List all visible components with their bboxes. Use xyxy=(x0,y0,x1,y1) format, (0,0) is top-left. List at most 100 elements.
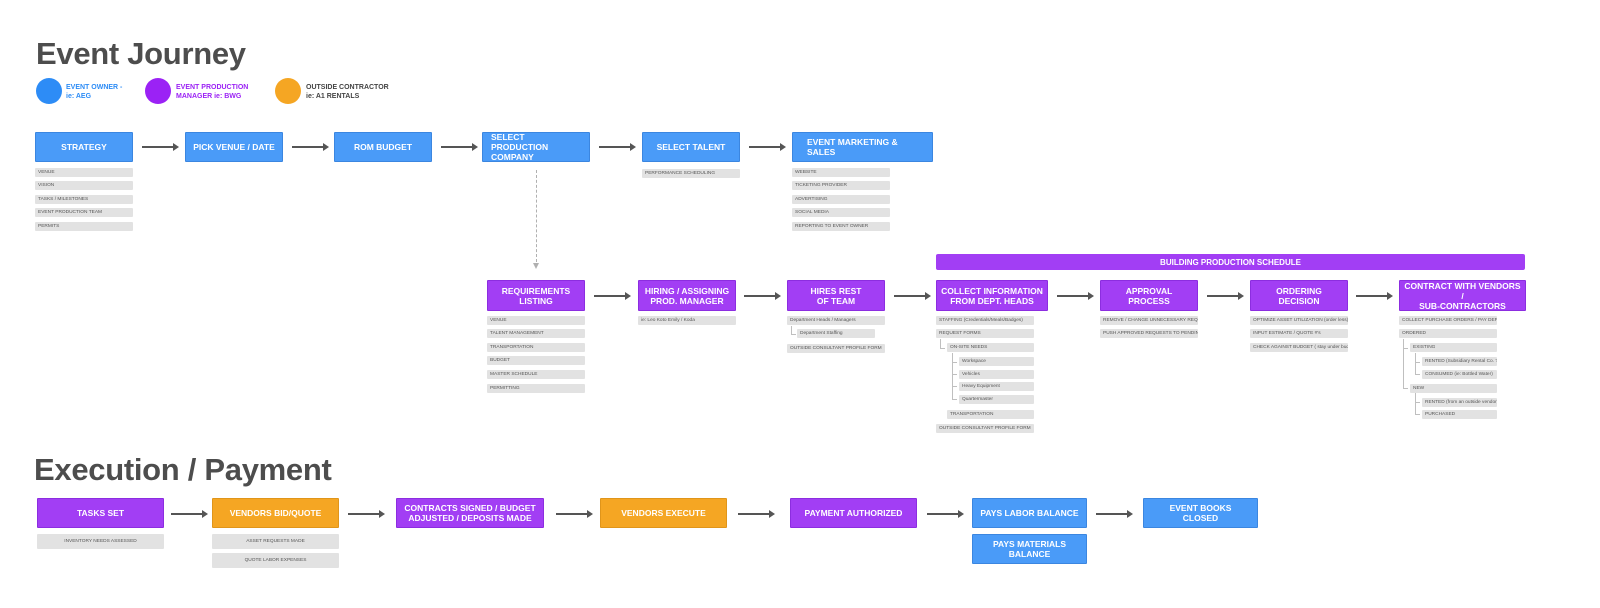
node-rom-budget[interactable]: ROM BUDGET xyxy=(334,132,432,162)
tree-tick-collect-1 xyxy=(940,348,945,349)
tree-contract-3 xyxy=(1415,393,1416,414)
tree-tick-collect-2a xyxy=(952,362,957,363)
note-approval-push: PUSH APPROVED REQUESTS TO PENDING xyxy=(1100,329,1198,338)
note-marketing-ticketing: TICKETING PROVIDER xyxy=(792,181,890,190)
note-rest-heads: Department Heads / Managers xyxy=(787,316,885,325)
tree-tick-contract-new xyxy=(1403,388,1408,389)
note-contract-new: NEW xyxy=(1410,384,1497,393)
tree-tick-rest xyxy=(791,334,796,335)
note-collect-heavy: Heavy Equipment xyxy=(959,382,1034,391)
node-pick-venue[interactable]: PICK VENUE / DATE xyxy=(185,132,283,162)
node-hiring[interactable]: HIRING / ASSIGNING PROD. MANAGER xyxy=(638,280,736,311)
node-select-talent[interactable]: SELECT TALENT xyxy=(642,132,740,162)
tree-tick-contract-existing xyxy=(1403,348,1408,349)
note-collect-onsite: ON-SITE NEEDS xyxy=(947,343,1034,352)
note-marketing-advertising: ADVERTISING xyxy=(792,195,890,204)
arrow-pays-books xyxy=(1096,510,1133,518)
node-pays-materials[interactable]: PAYS MATERIALS BALANCE xyxy=(972,534,1087,564)
tree-tick-collect-2d xyxy=(952,399,957,400)
tree-tick-contract-3b xyxy=(1415,414,1420,415)
node-marketing[interactable]: EVENT MARKETING & SALES xyxy=(792,132,933,162)
note-req-transport: TRANSPORTATION xyxy=(487,343,585,352)
tree-tick-contract-2a xyxy=(1415,362,1420,363)
node-requirements[interactable]: REQUIREMENTS LISTING xyxy=(487,280,585,311)
note-strategy-tasks: TASKS / MILESTONES xyxy=(35,195,133,204)
node-payment-authorized[interactable]: PAYMENT AUTHORIZED xyxy=(790,498,917,528)
arrow-hiring-rest xyxy=(744,292,781,300)
note-collect-quartermaster: Quartermaster xyxy=(959,395,1034,404)
tree-rest xyxy=(791,326,792,334)
note-req-talent: TALENT MANAGEMENT xyxy=(487,329,585,338)
note-marketing-website: WEBSITE xyxy=(792,168,890,177)
note-contract-collect: COLLECT PURCHASE ORDERS / PAY DEPOSITS xyxy=(1399,316,1497,325)
arrow-tasks-vendors xyxy=(171,510,208,518)
arrow-contracts-execute xyxy=(556,510,593,518)
tree-tick-contract-3a xyxy=(1415,402,1420,403)
node-vendors-execute[interactable]: VENDORS EXECUTE xyxy=(600,498,727,528)
node-approval[interactable]: APPROVAL PROCESS xyxy=(1100,280,1198,311)
note-contract-consumed: CONSUMED (ie: Bottled Water) xyxy=(1422,370,1497,379)
legend-dot-production-manager xyxy=(145,78,171,104)
note-tasks-inventory: INVENTORY NEEDS ASSESSED xyxy=(37,534,164,549)
arrow-req-hiring xyxy=(594,292,631,300)
node-event-books-closed[interactable]: EVENT BOOKS CLOSED xyxy=(1143,498,1258,528)
tree-collect-1 xyxy=(940,339,941,348)
dashed-connector-arrowhead xyxy=(533,263,539,269)
node-strategy[interactable]: STRATEGY xyxy=(35,132,133,162)
node-contract[interactable]: CONTRACT WITH VENDORS / SUB-CONTRACTORS xyxy=(1399,280,1526,311)
arrow-rest-collect xyxy=(894,292,931,300)
legend-label-event-owner: EVENT OWNER - ie: AEG xyxy=(66,84,123,100)
tree-tick-collect-2c xyxy=(952,386,957,387)
title-event-journey: Event Journey xyxy=(36,36,246,71)
arrow-ordering-contract xyxy=(1356,292,1393,300)
note-req-permitting: PERMITTING xyxy=(487,384,585,393)
note-approval-remove: REMOVE / CHANGE UNNECESSARY REQUESTS xyxy=(1100,316,1198,325)
note-contract-rented-outside: RENTED (from an outside vendor) xyxy=(1422,398,1497,407)
note-contract-purchased: PURCHASED xyxy=(1422,410,1497,419)
note-vendors-quote: QUOTE LABOR EXPENSES xyxy=(212,553,339,568)
note-collect-transport: TRANSPORTATION xyxy=(947,410,1034,419)
arrow-production-talent xyxy=(599,143,636,151)
note-collect-staffing: STAFFING (Credentials/Meals/Badges) xyxy=(936,316,1034,325)
note-ordering-check: CHECK AGAINST BUDGET ( stay under budget… xyxy=(1250,343,1348,352)
title-execution-payment: Execution / Payment xyxy=(34,452,332,487)
arrow-approval-ordering xyxy=(1207,292,1244,300)
note-rest-consultant: OUTSIDE CONSULTANT PROFILE FORM xyxy=(787,344,885,353)
node-pays-labor[interactable]: PAYS LABOR BALANCE xyxy=(972,498,1087,528)
arrow-talent-marketing xyxy=(749,143,786,151)
legend-dot-event-owner xyxy=(36,78,62,104)
note-marketing-reporting: REPORTING TO EVENT OWNER xyxy=(792,222,890,231)
note-rest-staffing: Department Staffing xyxy=(797,329,875,338)
dashed-connector xyxy=(536,170,537,262)
node-hires-rest[interactable]: HIRES REST OF TEAM xyxy=(787,280,885,311)
note-req-schedule: MASTER SCHEDULE xyxy=(487,370,585,379)
tree-collect-2 xyxy=(952,353,953,399)
note-vendors-asset: ASSET REQUESTS MADE xyxy=(212,534,339,549)
note-ordering-input: INPUT ESTIMATE / QUOTE #'s xyxy=(1250,329,1348,338)
node-collect-info[interactable]: COLLECT INFORMATION FROM DEPT. HEADS xyxy=(936,280,1048,311)
note-ordering-optimize: OPTIMIZE ASSET UTILIZATION (order less) xyxy=(1250,316,1348,325)
arrow-collect-approval xyxy=(1057,292,1094,300)
arrow-payment-pays xyxy=(927,510,964,518)
tree-contract-1 xyxy=(1403,339,1404,388)
node-contracts-signed[interactable]: CONTRACTS SIGNED / BUDGET ADJUSTED / DEP… xyxy=(396,498,544,528)
note-hiring-names: ie: Leo Koto Emily / Koda xyxy=(638,316,736,325)
arrow-strategy-venue xyxy=(142,143,179,151)
note-strategy-vision: VISION xyxy=(35,181,133,190)
note-strategy-permits: PERMITS xyxy=(35,222,133,231)
tree-tick-collect-2b xyxy=(952,374,957,375)
note-collect-vehicles: Vehicles xyxy=(959,370,1034,379)
note-req-budget: BUDGET xyxy=(487,356,585,365)
node-vendors-bid[interactable]: VENDORS BID/QUOTE xyxy=(212,498,339,528)
node-ordering[interactable]: ORDERING DECISION xyxy=(1250,280,1348,311)
note-contract-rented-sub: RENTED (Subsidiary Rental Co. ?) xyxy=(1422,357,1497,366)
node-tasks-set[interactable]: TASKS SET xyxy=(37,498,164,528)
note-collect-request: REQUEST FORMS xyxy=(936,329,1034,338)
note-req-venue: VENUE xyxy=(487,316,585,325)
note-collect-consultant: OUTSIDE CONSULTANT PROFILE FORM xyxy=(936,424,1034,433)
note-talent-scheduling: PERFORMANCE SCHEDULING xyxy=(642,169,740,178)
note-strategy-venue: VENUE xyxy=(35,168,133,177)
arrow-execute-payment xyxy=(738,510,775,518)
node-select-production[interactable]: SELECT PRODUCTION COMPANY xyxy=(482,132,590,162)
legend-dot-outside-contractor xyxy=(275,78,301,104)
